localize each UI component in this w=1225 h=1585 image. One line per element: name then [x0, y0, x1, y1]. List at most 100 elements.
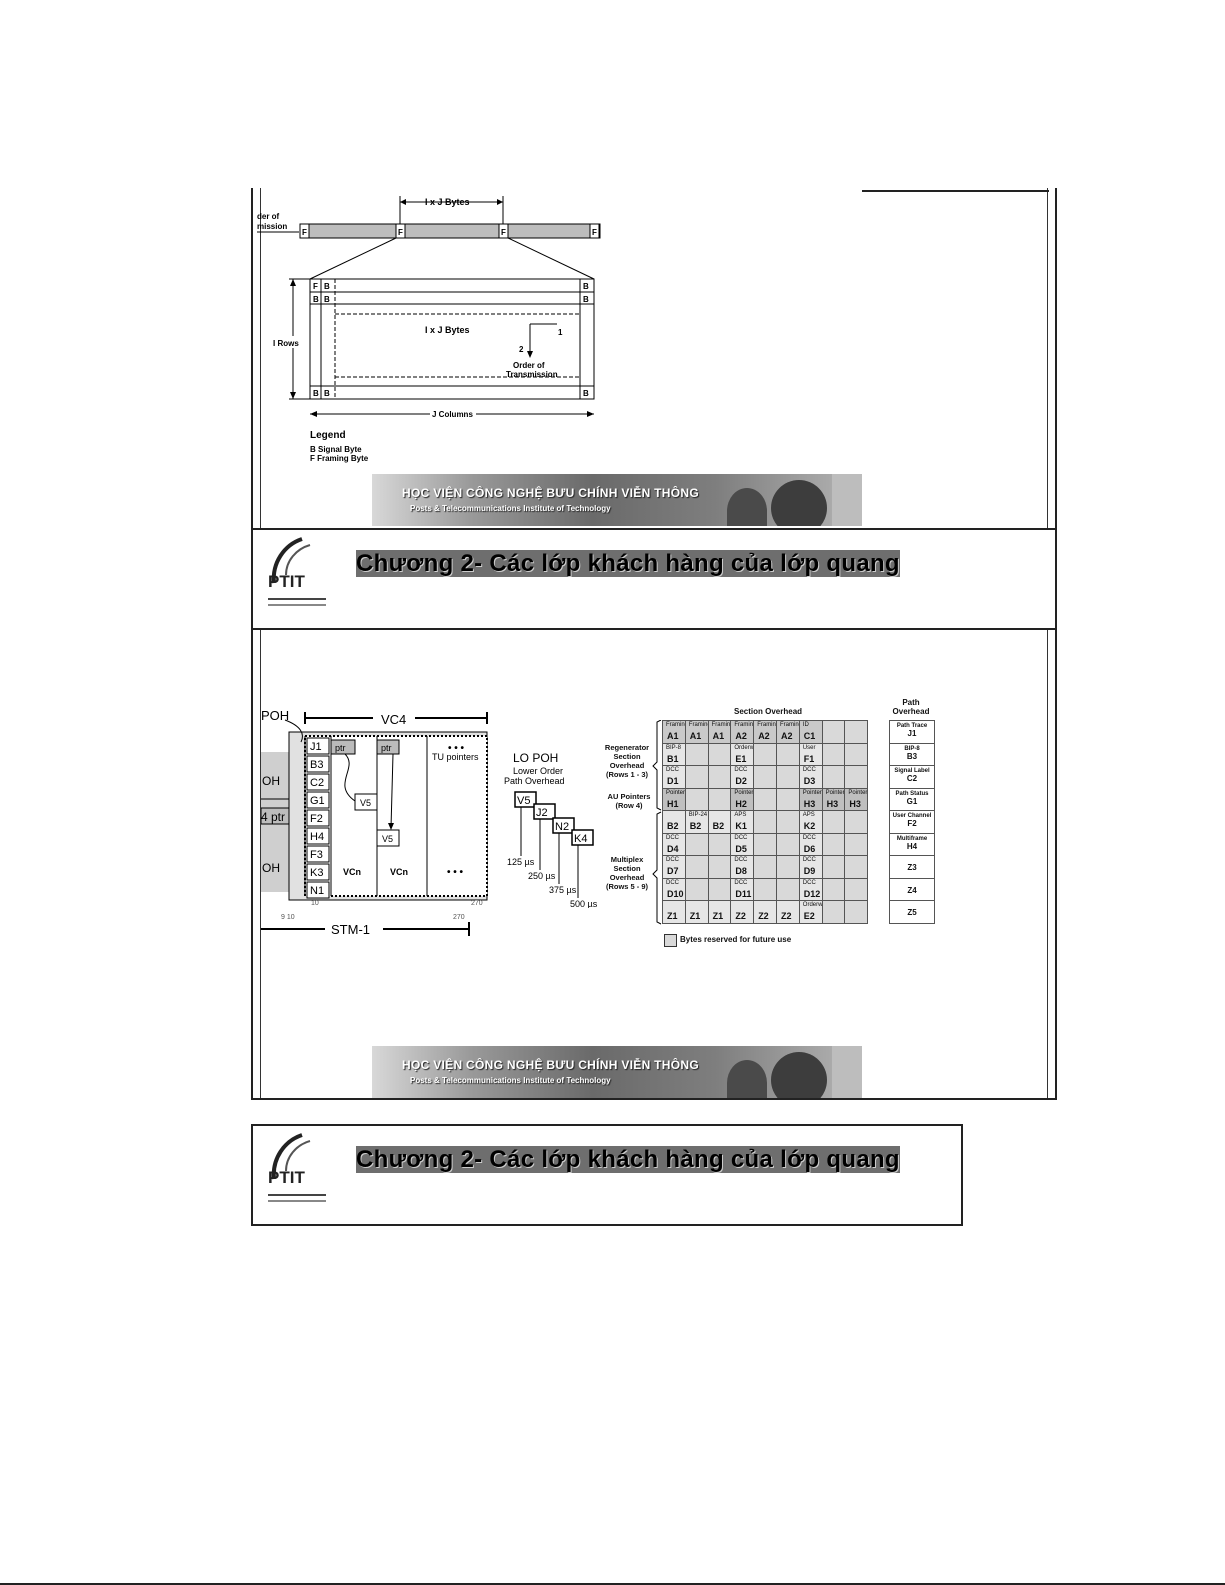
lo-poh-time: 500 µs [570, 899, 598, 908]
cell-caption: Pointer [666, 789, 686, 796]
f-byte-3: F [501, 228, 506, 237]
section-overhead-cell [776, 810, 800, 834]
cell-caption: APS [802, 812, 815, 818]
matrix-b-3: B [324, 295, 330, 304]
poh-byte-box [306, 791, 330, 809]
path-overhead-caption: Path Trace [896, 723, 928, 729]
section-overhead-cell [844, 810, 869, 834]
vc4-label: VC4 [381, 712, 406, 727]
section-brackets [652, 720, 662, 925]
slide-2-left-rule [260, 630, 261, 1098]
cell-byte: K1 [735, 821, 747, 831]
poh-byte-box [306, 809, 330, 827]
section-overhead-cell [753, 765, 777, 789]
cell-caption: DCC [802, 767, 816, 773]
section-overhead-cell [684, 832, 709, 856]
cell-byte: Z2 [781, 911, 792, 921]
poh-byte-label: B3 [310, 759, 323, 771]
ptit-banner-2: HỌC VIỆN CÔNG NGHỆ BƯU CHÍNH VIỄN THÔNG … [372, 1046, 862, 1098]
section-overhead-cell [844, 900, 869, 924]
cell-caption: DCC [666, 767, 679, 773]
ptit-logo-icon: PTIT [268, 537, 326, 606]
cell-caption: DCC [802, 879, 816, 886]
path-overhead-byte: Z5 [907, 908, 917, 917]
section-overhead-cell [753, 742, 777, 766]
cell-byte: B2 [667, 821, 679, 831]
logo-text: PTIT [268, 1168, 305, 1187]
banner-right-fade [832, 474, 862, 526]
section-overhead-cell [821, 765, 846, 789]
path-overhead-label: Path Overhead [504, 776, 565, 786]
section-overhead-cell [776, 787, 800, 811]
legend-title: Legend [310, 430, 346, 441]
cell-caption: Pointer [734, 789, 754, 796]
poh-byte-label: H4 [310, 831, 324, 843]
cell-caption: Pointer [802, 789, 822, 796]
section-overhead-cell [707, 832, 732, 856]
matrix-b-6: B [313, 389, 319, 398]
lo-poh-byte: V5 [517, 795, 530, 807]
slide-2-frame [251, 628, 1057, 1100]
section-overhead-cell [844, 720, 869, 744]
path-overhead-byte: F2 [907, 819, 917, 828]
cell-byte: Z2 [735, 911, 746, 921]
lo-poh-box [552, 817, 575, 834]
dots-top: • • • [448, 743, 465, 754]
cell-byte: D8 [735, 866, 747, 876]
matrix-b-8: B [583, 389, 589, 398]
cell-byte: B2 [689, 821, 702, 831]
section-overhead-cell [844, 855, 869, 879]
cell-byte: A2 [735, 731, 747, 741]
section-overhead-cell [821, 810, 846, 834]
chapter-title-1: Chương 2- Các lớp khách hàng của lớp qua… [356, 550, 900, 578]
lo-poh-title: LO POH [513, 751, 558, 765]
frame-structure-diagram: I x J Bytes der of mission F F F F F B B… [257, 196, 601, 463]
path-overhead-byte: C2 [906, 774, 918, 783]
banner-figure-icon [727, 1060, 767, 1098]
section-overhead-cell [821, 832, 846, 856]
cell-caption: BIP-24 [688, 812, 708, 818]
section-overhead-cell [684, 742, 709, 766]
poh-byte-label: G1 [310, 795, 325, 807]
col-270b-label: 270 [453, 914, 465, 921]
matrix-b-7: B [324, 389, 330, 398]
slide-1-left-rule [260, 188, 261, 528]
section-overhead-cell [684, 787, 709, 811]
cell-byte: Z1 [667, 911, 678, 921]
cell-byte: A2 [781, 731, 793, 741]
slide-1-right-rule [1047, 188, 1048, 528]
lower-order-label: Lower Order [513, 766, 563, 776]
poh-byte-box [306, 755, 330, 773]
cell-byte: E1 [735, 753, 747, 764]
section-overhead-cell: B2 [707, 810, 732, 834]
arrow-1-label: 1 [558, 328, 563, 337]
banner-title: HỌC VIỆN CÔNG NGHỆ BƯU CHÍNH VIỄN THÔNG [402, 1058, 700, 1072]
cell-caption: APS [734, 812, 747, 818]
cell-caption: DCC [666, 879, 679, 886]
section-overhead-cell: Z2 [730, 900, 755, 924]
section-overhead-cell [844, 832, 869, 856]
tu-pointers-label: TU pointers [432, 752, 479, 762]
col-9-10-label: 9 10 [281, 914, 295, 921]
matrix-b-4: B [583, 282, 589, 291]
cell-byte: D1 [667, 776, 679, 786]
au-pointers-label: AU Pointers (Row 4) [607, 792, 651, 810]
legend-framing-byte: F Framing Byte [310, 454, 369, 463]
cell-caption: Framing [757, 722, 780, 728]
col-270-label: 270 [471, 900, 483, 907]
poh-byte-label: F3 [310, 849, 323, 861]
section-overhead-cell: DCC D1 [662, 765, 686, 789]
f-byte-1: F [302, 228, 307, 237]
f-byte-4: F [592, 228, 597, 237]
lo-poh-byte: J2 [536, 807, 548, 819]
